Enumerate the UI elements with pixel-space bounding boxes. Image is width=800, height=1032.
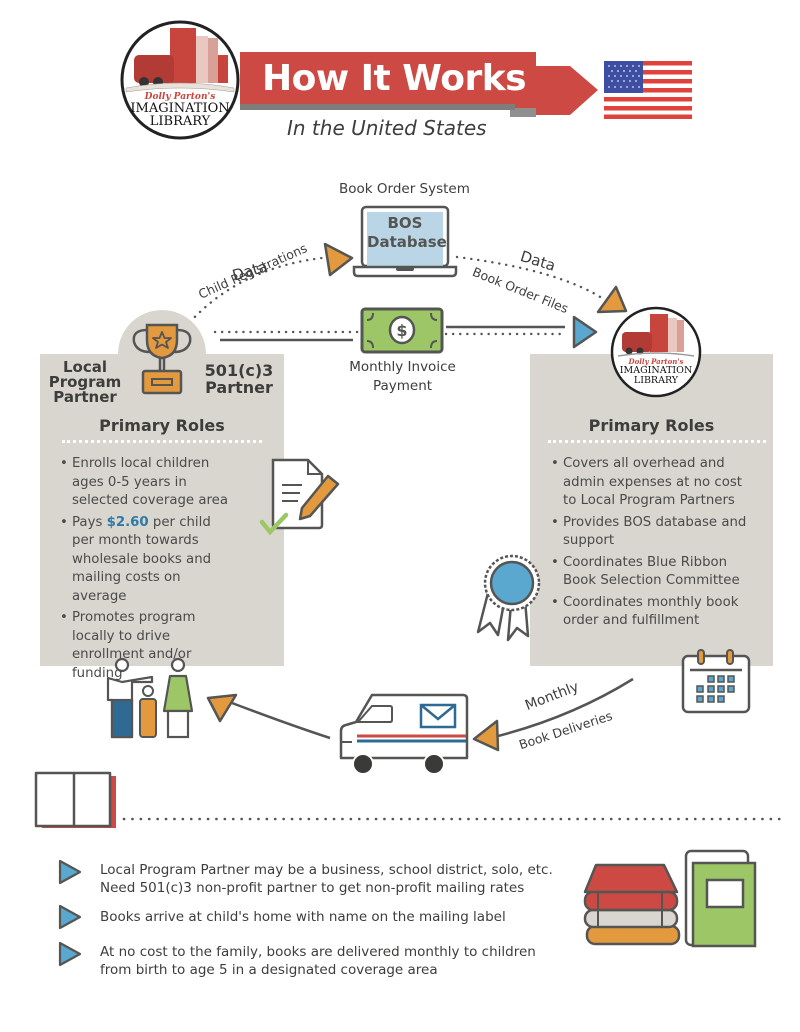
note-item: At no cost to the family, books are deli…	[100, 943, 570, 979]
logo-small-line-3: LIBRARY	[633, 375, 679, 386]
arrow-to-il-orange-icon	[596, 285, 628, 314]
role-item: Promotes program locally to drive enroll…	[58, 609, 228, 683]
calendar-icon	[681, 649, 751, 714]
bos-screen-text: BOS Database	[367, 214, 447, 252]
role-text: per child per month towards wholesale bo…	[72, 514, 212, 604]
logo-small-text: Dolly Parton's IMAGINATION LIBRARY	[614, 357, 698, 386]
local-partner-roles-list: Enrolls local children ages 0-5 years in…	[58, 455, 228, 686]
page-subtitle: In the United States	[287, 116, 487, 140]
nonprofit-label-line: Partner	[205, 378, 273, 397]
role-item: Enrolls local children ages 0-5 years in…	[58, 455, 228, 511]
svg-text:$: $	[396, 321, 407, 340]
money-icon: $	[360, 307, 444, 354]
note-line: Need 501(c)3 non-profit partner to get n…	[100, 880, 525, 896]
arrow-to-family-icon	[206, 693, 238, 723]
payment-label-line-2: Payment	[372, 378, 433, 394]
document-pencil-icon	[259, 458, 340, 536]
nonprofit-partner-label: 501(c)3 Partner	[199, 362, 279, 396]
arrow-to-bos-icon	[323, 242, 354, 277]
bullet-arrow-icon	[58, 904, 82, 930]
open-book-icon	[34, 771, 116, 828]
delivery-arc	[493, 677, 634, 739]
role-item: Coordinates monthly book order and fulfi…	[549, 594, 759, 631]
local-program-partner-label: Local Program Partner	[44, 360, 126, 405]
il-roles-list: Covers all overhead and admin expenses a…	[549, 455, 759, 634]
partner-label-line: Program	[48, 373, 122, 391]
page-title: How It Works	[262, 58, 527, 99]
roles-divider	[62, 440, 262, 443]
role-item: Covers all overhead and admin expenses a…	[549, 455, 759, 511]
bos-screen-line-1: BOS	[387, 214, 423, 232]
cost-highlight: $2.60	[106, 514, 149, 530]
note-line: from birth to age 5 in a designated cove…	[100, 962, 438, 978]
bos-caption: Book Order System	[339, 181, 470, 197]
logo-small-line-2: IMAGINATION	[619, 365, 693, 376]
arrow-to-van-icon	[472, 719, 500, 752]
role-item: Provides BOS database and support	[549, 514, 759, 551]
payment-label: Monthly Invoice Payment	[330, 358, 475, 396]
il-roles-divider	[548, 440, 766, 443]
laptop-icon	[352, 205, 458, 278]
bullet-arrow-icon	[58, 941, 82, 967]
payment-label-line-1: Monthly Invoice	[349, 359, 456, 375]
note-line: At no cost to the family, books are deli…	[100, 944, 536, 960]
note-line: Local Program Partner may be a business,…	[100, 862, 553, 878]
award-ribbon-icon	[476, 554, 541, 642]
note-bullets	[58, 859, 82, 967]
note-item: Local Program Partner may be a business,…	[100, 861, 570, 897]
imagination-library-logo	[120, 20, 240, 140]
logo-line-2: IMAGINATION	[130, 101, 230, 116]
note-line: Books arrive at child's home with name o…	[100, 909, 506, 925]
book-stack-icon	[583, 849, 757, 948]
imagination-library-logo-small	[610, 306, 702, 398]
data-arc-right	[455, 255, 607, 302]
nonprofit-label-line: 501(c)3	[204, 361, 274, 380]
bos-screen-line-2: Database	[367, 233, 447, 251]
note-item: Books arrive at child's home with name o…	[100, 908, 570, 926]
logo-small-line-1: Dolly Parton's	[628, 357, 684, 366]
us-flag-icon	[604, 61, 692, 119]
logo-text: Dolly Parton's IMAGINATION LIBRARY	[124, 92, 236, 128]
logo-line-3: LIBRARY	[149, 114, 211, 129]
arrow-to-il-blue-icon	[572, 315, 598, 349]
trophy-icon	[132, 323, 192, 395]
partner-label-line: Local	[62, 358, 108, 376]
partner-label-line: Partner	[53, 388, 117, 406]
van-to-family-arc	[231, 701, 331, 740]
role-item: Pays $2.60 per child per month towards w…	[58, 514, 228, 607]
local-partner-roles-title: Primary Roles	[99, 416, 225, 435]
role-text: Pays	[72, 514, 107, 530]
logo-line-1: Dolly Parton's	[144, 92, 216, 102]
title-banner	[240, 52, 598, 117]
role-item: Coordinates Blue Ribbon Book Selection C…	[549, 554, 759, 591]
mail-van-icon	[339, 693, 469, 775]
bullet-arrow-icon	[58, 859, 82, 885]
il-roles-title: Primary Roles	[588, 416, 715, 435]
